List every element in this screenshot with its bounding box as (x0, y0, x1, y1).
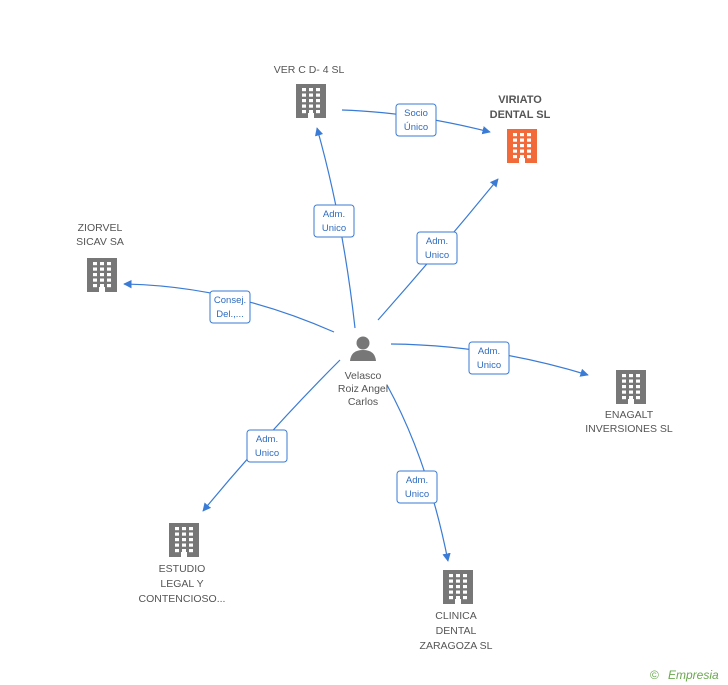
company-node-enagalt[interactable]: ENAGALT INVERSIONES SL (585, 370, 673, 435)
node-label: Roiz Angel (338, 383, 388, 395)
node-label: ZARAGOZA SL (420, 640, 493, 652)
edges-layer: Adm.UnicoSocioÚnicoAdm.UnicoConsej.Del.,… (123, 103, 589, 562)
person-icon[interactable] (350, 336, 376, 362)
relation-label-text: Unico (322, 223, 346, 234)
building-icon[interactable] (616, 370, 646, 404)
relation-velasco-clinica: Adm. Unico (386, 384, 451, 562)
relation-velasco-ver: Adm. Unico (313, 127, 356, 329)
node-label: ENAGALT (605, 409, 654, 421)
relation-label-box[interactable] (246, 429, 288, 463)
relation-label-text: Socio (404, 108, 428, 119)
relation-label-text: Unico (405, 489, 429, 500)
relation-label-text: Unico (425, 250, 449, 261)
relation-label-box[interactable] (209, 290, 251, 324)
brand-logo[interactable]: Empresia (668, 668, 719, 682)
building-icon[interactable] (169, 523, 199, 557)
node-label: VIRIATO (498, 94, 542, 106)
relation-velasco-estudio: Adm. Unico (202, 359, 341, 512)
relation-velasco-ziorvel: Consej. Del.,... (123, 279, 335, 333)
node-label: LEGAL Y (160, 578, 203, 590)
relation-label-text: Adm. (426, 236, 448, 247)
node-label: INVERSIONES SL (585, 423, 673, 435)
node-label: DENTAL SL (490, 109, 551, 121)
relation-label-box[interactable] (395, 103, 437, 137)
relation-label-text: Adm. (256, 434, 278, 445)
node-label: SICAV SA (76, 236, 124, 248)
node-label: ZIORVEL (78, 222, 123, 234)
building-icon[interactable] (507, 129, 537, 163)
company-node-ziorvel[interactable]: ZIORVEL SICAV SA (76, 222, 124, 292)
relation-velasco-enagalt: Adm. Unico (390, 341, 589, 377)
relation-label-text: Unico (255, 448, 279, 459)
building-icon[interactable] (87, 258, 117, 292)
node-label: Velasco (345, 370, 382, 382)
company-node-clinica[interactable]: CLINICA DENTAL ZARAGOZA SL (420, 570, 493, 652)
node-label: CLINICA (435, 610, 476, 622)
relation-velasco-viriato: Adm. Unico (377, 178, 499, 321)
relation-label-box[interactable] (313, 204, 355, 238)
relation-label-text: Unico (477, 360, 501, 371)
relation-label-text: Adm. (323, 209, 345, 220)
relation-label-box[interactable] (396, 470, 438, 504)
copyright-symbol: © (650, 668, 659, 682)
relation-label-box[interactable] (416, 231, 458, 265)
company-node-viriato[interactable]: VIRIATO DENTAL SL (490, 94, 551, 163)
relation-label-text: Adm. (406, 475, 428, 486)
relation-edge (386, 384, 451, 562)
node-label: Carlos (348, 396, 378, 408)
relation-label-box[interactable] (468, 341, 510, 375)
relation-label-text: Único (404, 122, 428, 133)
building-icon[interactable] (296, 84, 326, 118)
company-node-ver[interactable]: VER C D- 4 SL (274, 64, 345, 118)
node-label: CONTENCIOSO... (139, 593, 226, 605)
relation-label-text: Del.,... (216, 309, 243, 320)
relation-label-text: Adm. (478, 346, 500, 357)
building-icon[interactable] (443, 570, 473, 604)
relation-label-text: Consej. (214, 295, 246, 306)
node-label: ESTUDIO (159, 563, 206, 575)
node-label: DENTAL (436, 625, 477, 637)
node-label: VER C D- 4 SL (274, 64, 345, 76)
company-node-estudio[interactable]: ESTUDIO LEGAL Y CONTENCIOSO... (139, 523, 226, 605)
footer: © Empresia (650, 668, 719, 682)
